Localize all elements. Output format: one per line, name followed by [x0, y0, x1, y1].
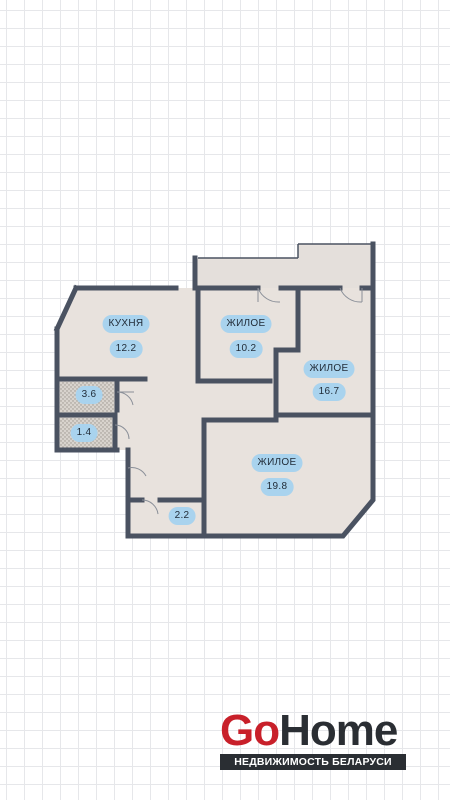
walls [53, 241, 376, 539]
living-area-label: 19.8 [260, 478, 294, 496]
balcony [198, 260, 298, 288]
door-swings [114, 287, 363, 515]
bedroom-1-name-label: ЖИЛОЕ [220, 315, 272, 333]
kitchen-area-label: 12.2 [109, 340, 143, 358]
logo-tagline: НЕДВИЖИМОСТЬ БЕЛАРУСИ [220, 754, 406, 770]
storage-area-label: 3.6 [75, 386, 103, 404]
living-name-label: ЖИЛОЕ [251, 454, 303, 472]
bedroom-2-area-label: 16.7 [312, 383, 346, 401]
logo-wordmark: GoHome [220, 708, 406, 754]
bedroom-2-name-label: ЖИЛОЕ [303, 360, 355, 378]
balcony-railing [198, 243, 373, 259]
kitchen-name-label: КУХНЯ [102, 315, 150, 333]
logo-home: Home [279, 706, 398, 755]
balcony [298, 246, 372, 288]
logo-go: Go [220, 706, 280, 755]
bathroom-area-label: 2.2 [168, 507, 196, 525]
gohome-logo: GoHome НЕДВИЖИМОСТЬ БЕЛАРУСИ [220, 708, 406, 770]
closet-area-label: 1.4 [70, 424, 98, 442]
bedroom-1-area-label: 10.2 [229, 340, 263, 358]
